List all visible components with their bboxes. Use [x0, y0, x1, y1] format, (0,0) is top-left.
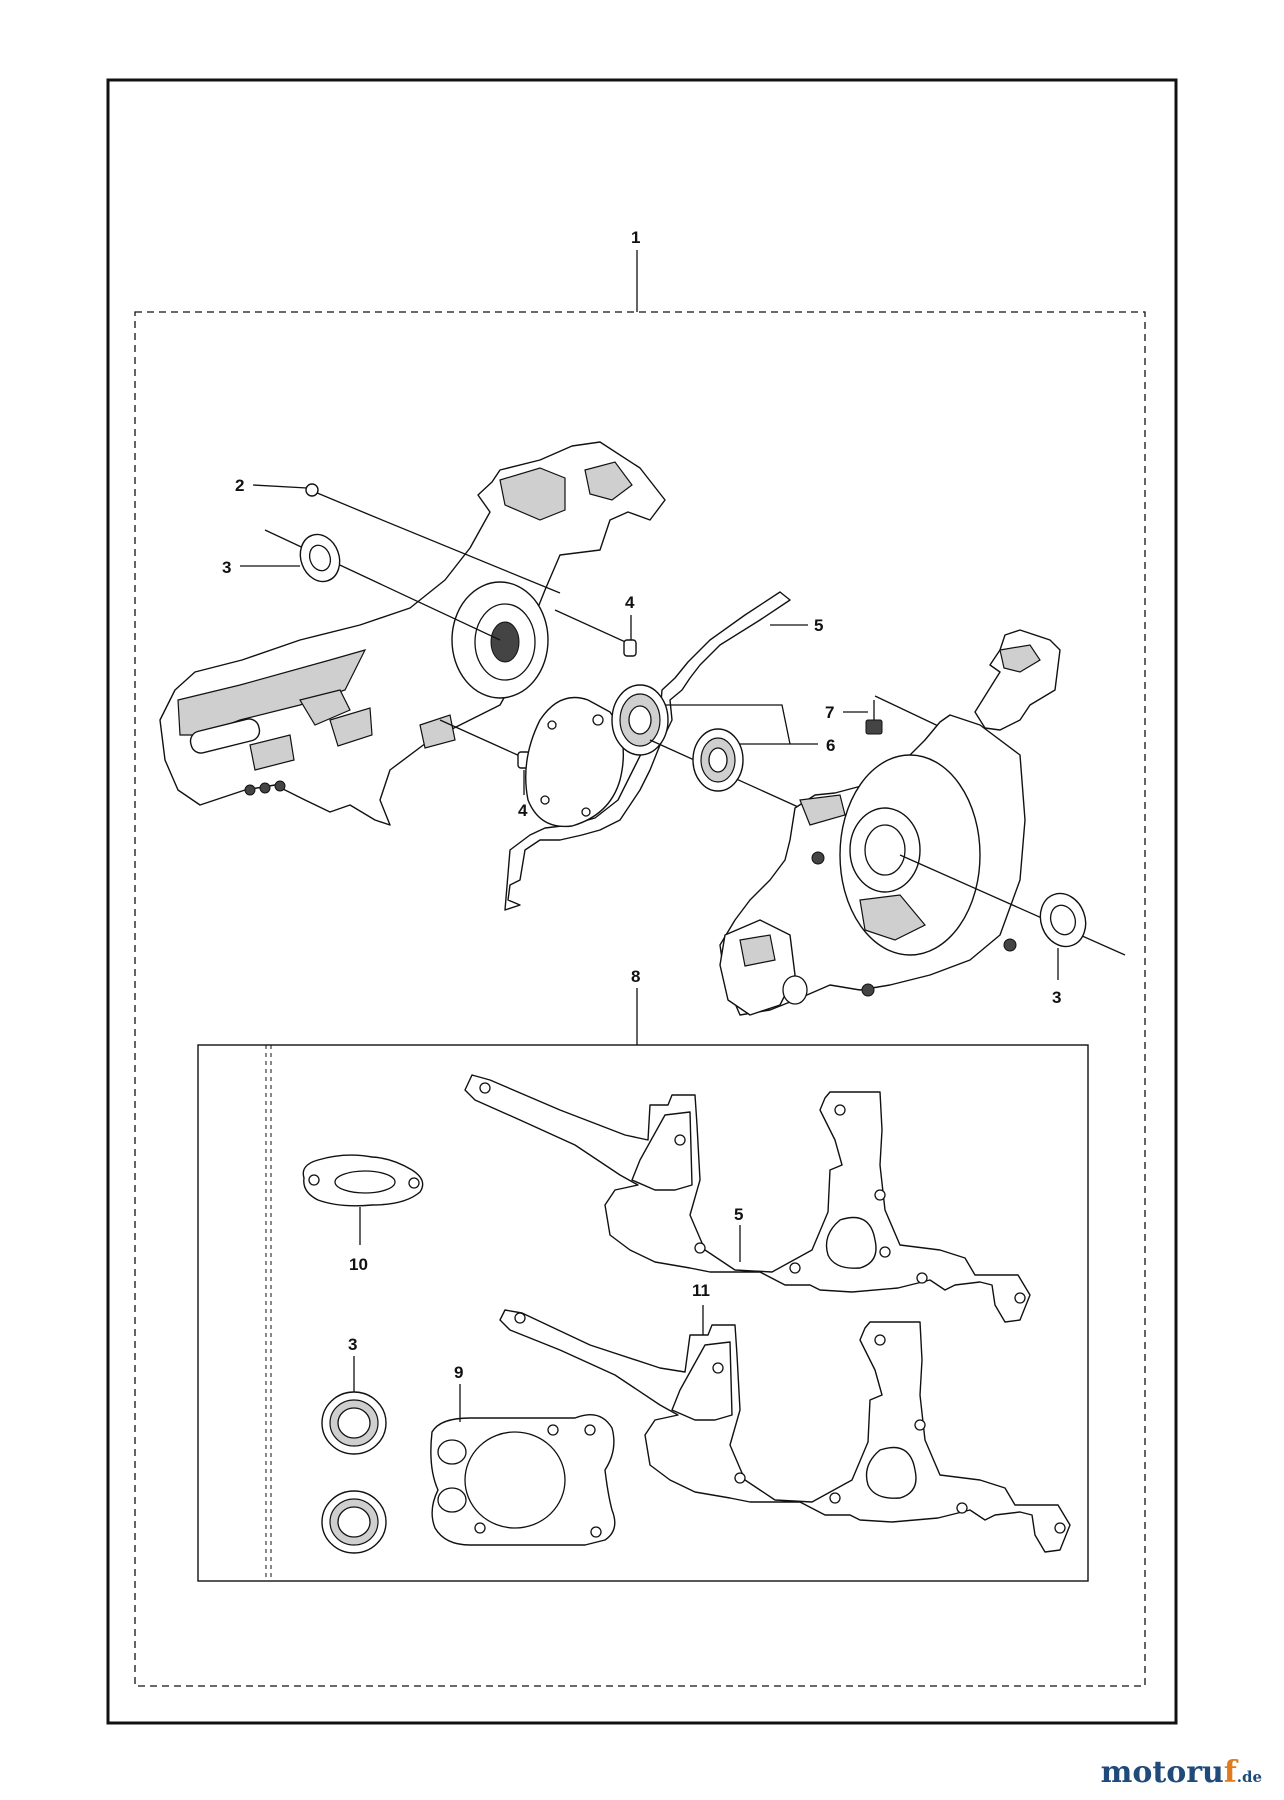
callout-10: 10: [349, 1255, 368, 1274]
callout-8: 8: [631, 967, 640, 986]
crankcase-right: [719, 629, 1061, 1016]
callout-2: 2: [235, 476, 244, 495]
callout-3-kit: 3: [348, 1335, 357, 1354]
callout-5-kit: 5: [734, 1205, 743, 1224]
oil-seal-upper: [264, 529, 501, 641]
callout-4-upper: 4: [625, 593, 635, 612]
oil-seal-kit-lower: [321, 1490, 387, 1554]
gasket-muffler: [302, 1154, 424, 1207]
callout-3-right: 3: [1052, 988, 1061, 1007]
watermark-logo: motoruf.de: [1100, 1755, 1262, 1790]
bolt: [305, 483, 561, 594]
callout-3-upper: 3: [222, 558, 231, 577]
callout-1: 1: [631, 228, 640, 247]
callout-4-lower: 4: [518, 801, 528, 820]
callout-9: 9: [454, 1363, 463, 1382]
callout-7: 7: [825, 703, 834, 722]
oil-seal-kit-upper: [321, 1391, 387, 1455]
gasket-crankcase-kit: [464, 1074, 1031, 1323]
callout-11: 11: [692, 1281, 710, 1300]
gasket-cylinder: [430, 1414, 616, 1546]
dowel-pin-upper: [554, 609, 637, 657]
bearing-left: [611, 684, 669, 756]
gasket-crankcase-kit-alt: [499, 1309, 1071, 1553]
assembly-dashed-box: [134, 311, 1146, 1687]
bearing-right: [649, 728, 839, 826]
callout-5-middle: 5: [814, 616, 823, 635]
oil-seal-right: [899, 854, 1126, 956]
callout-6: 6: [826, 736, 835, 755]
outer-frame: [106, 78, 1178, 1725]
crankcase-left: [159, 441, 666, 826]
gasket-kit-box: [197, 1044, 1089, 1582]
